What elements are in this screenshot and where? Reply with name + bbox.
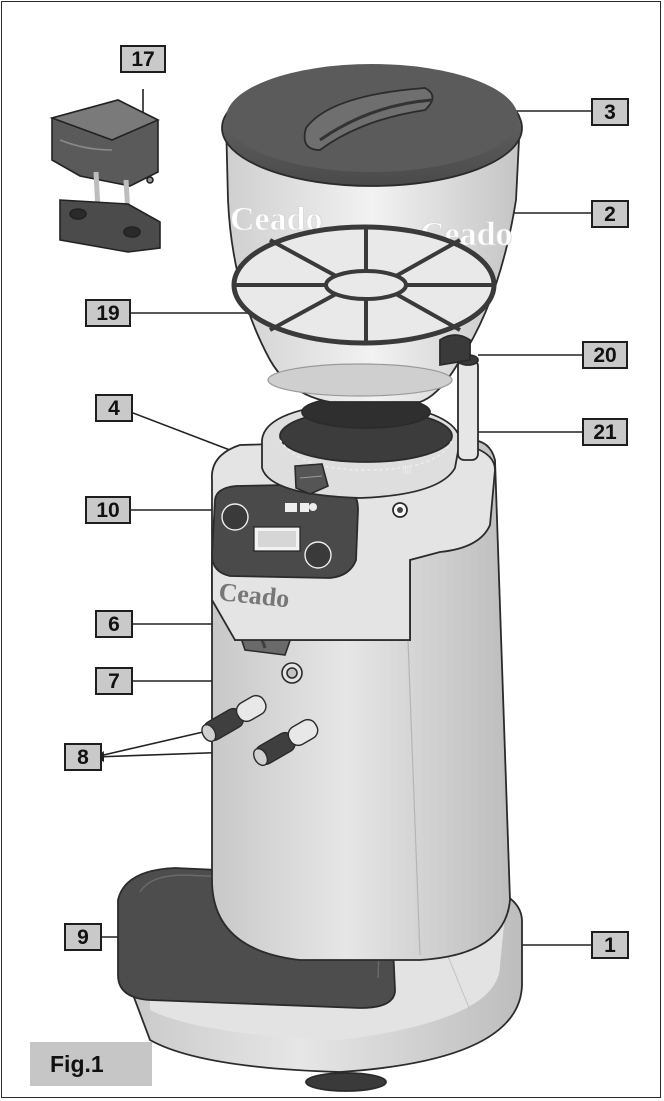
callout-part-19: 19 <box>85 299 131 327</box>
callout-part-8: 8 <box>64 743 102 771</box>
lid-drawing <box>221 64 523 187</box>
lever-drawing <box>294 463 329 495</box>
callout-part-4: 4 <box>95 394 133 422</box>
callout-part-17: 17 <box>120 45 166 73</box>
level-indicator-drawing <box>439 334 479 461</box>
part-17-drawing <box>49 99 161 253</box>
callout-part-20: 20 <box>582 341 628 369</box>
leader-8a <box>94 728 217 758</box>
callout-part-6: 6 <box>95 610 133 638</box>
knob-drawing <box>281 662 303 684</box>
callout-part-3: 3 <box>591 98 629 126</box>
spacers-drawing <box>201 694 319 767</box>
callout-part-7: 7 <box>95 667 133 695</box>
collar-drawing: |||| <box>261 395 461 499</box>
callout-part-10: 10 <box>85 496 131 524</box>
svg-text:||||: |||| <box>402 464 411 474</box>
callout-part-21: 21 <box>582 418 628 446</box>
head-drawing: Ceado <box>211 425 496 641</box>
callout-part-9: 9 <box>64 923 102 951</box>
hopper-grid-drawing <box>231 224 497 346</box>
figure-label: Fig.1 <box>30 1042 152 1086</box>
callout-part-2: 2 <box>591 200 629 228</box>
callout-part-1: 1 <box>591 931 629 959</box>
